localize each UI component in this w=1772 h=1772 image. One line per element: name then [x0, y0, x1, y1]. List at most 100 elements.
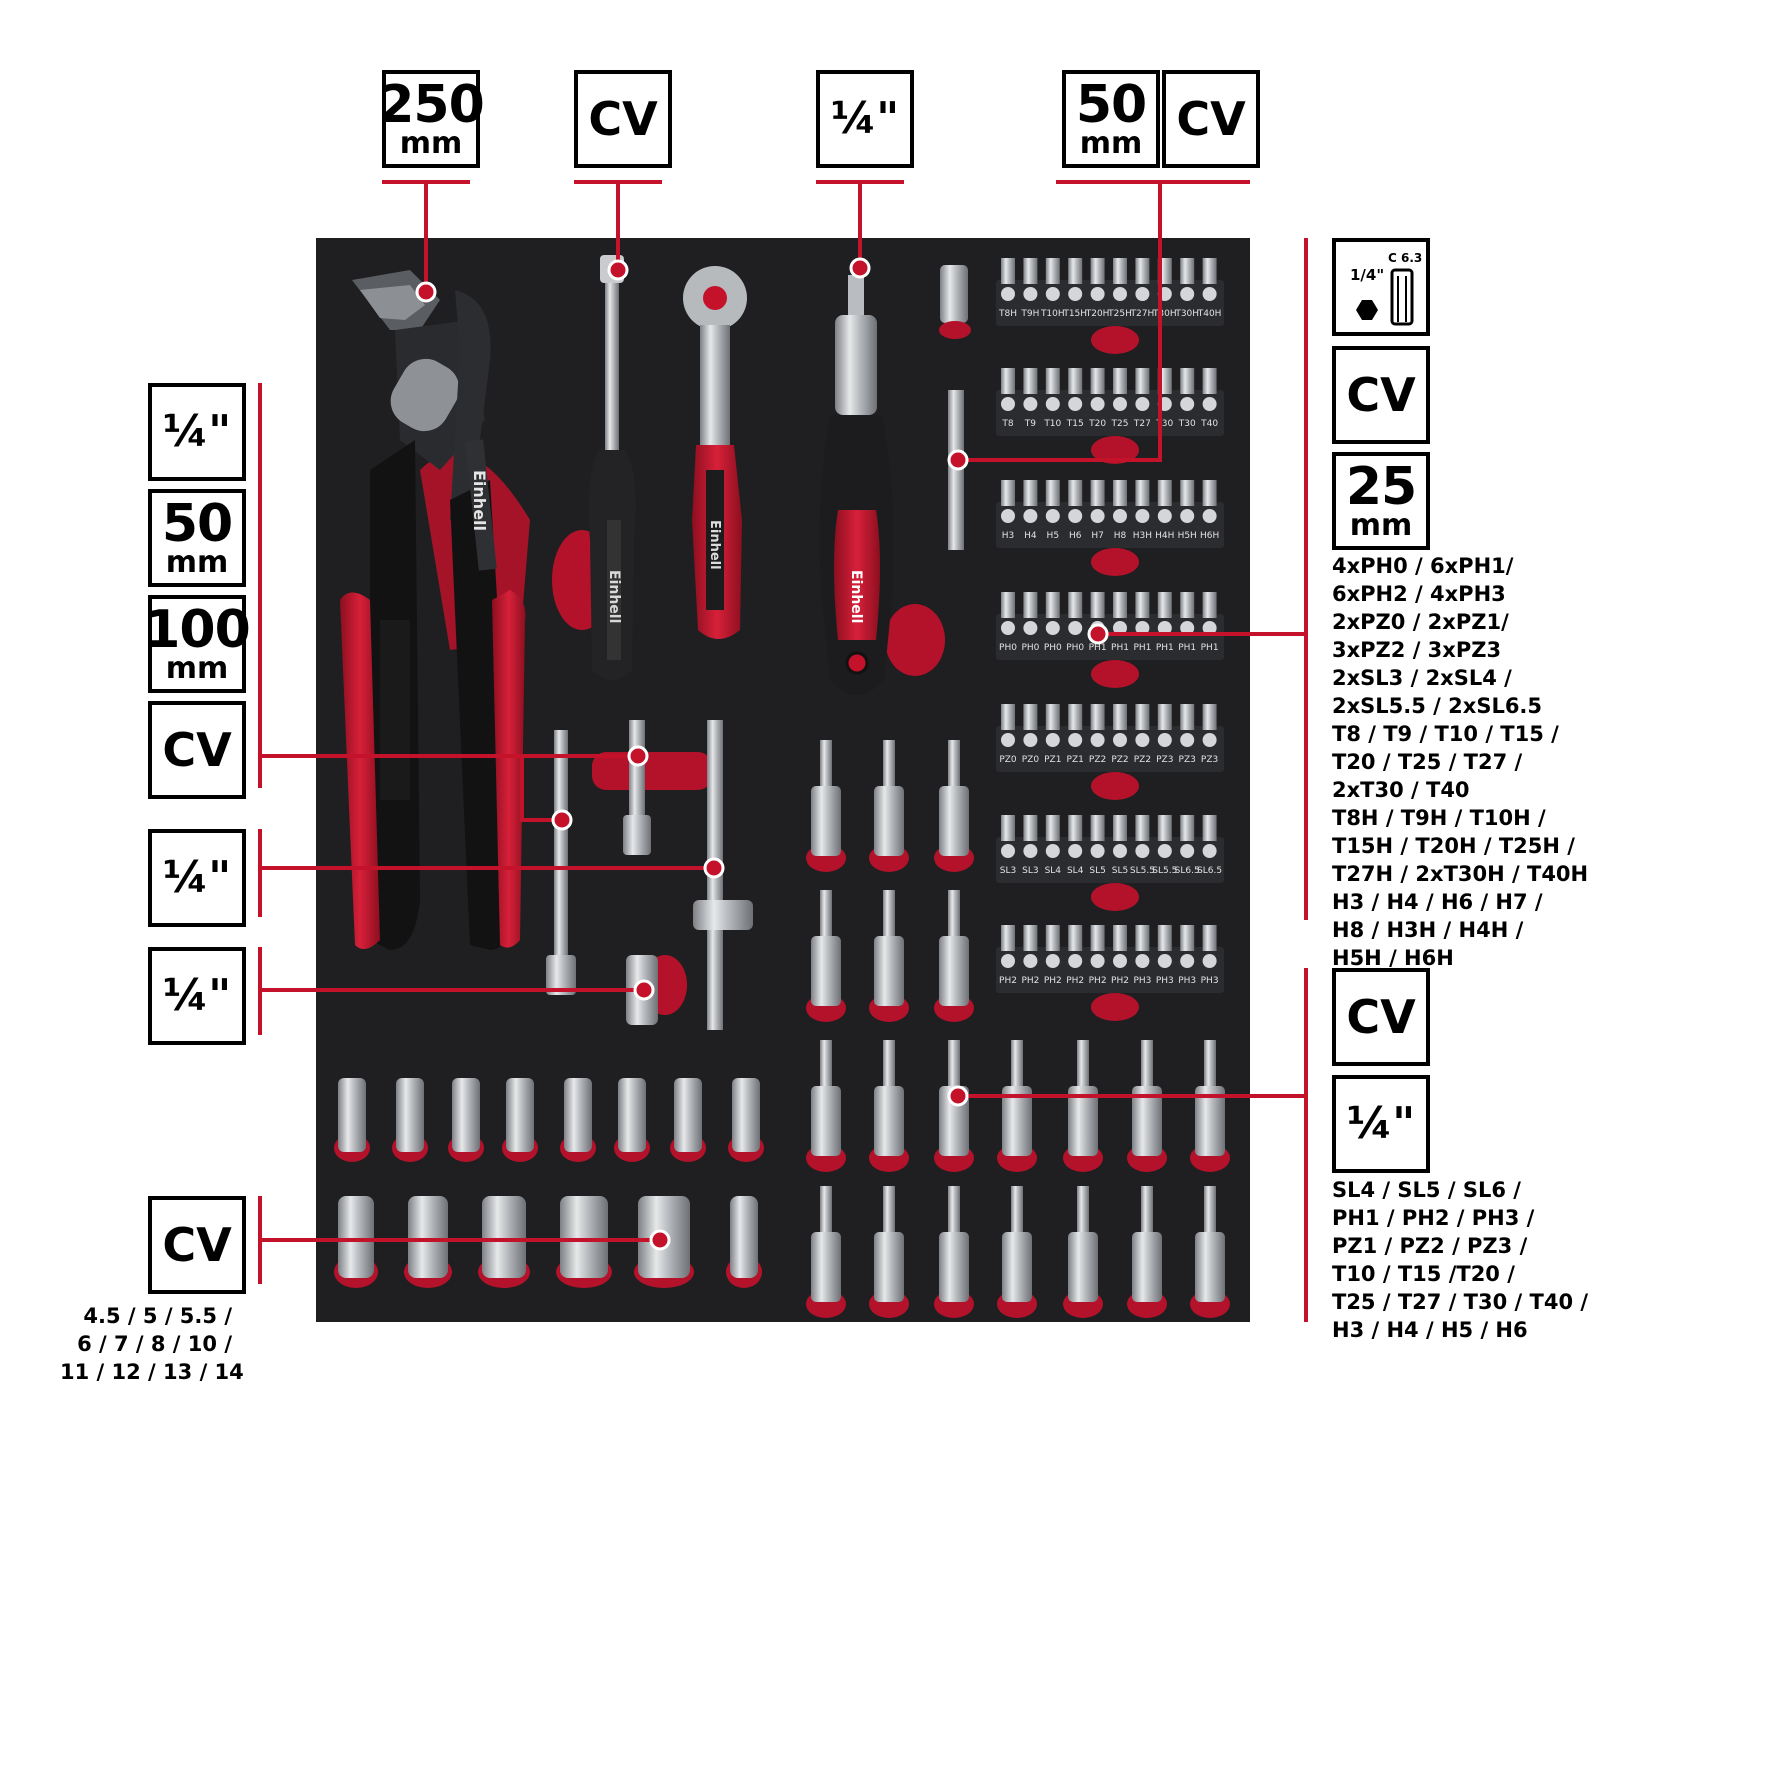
- spec-box-50mm-holder: 50 mm: [1062, 70, 1160, 168]
- bit: [1090, 815, 1105, 841]
- bit-label: PH2: [1089, 976, 1107, 986]
- bit: [1023, 258, 1038, 284]
- bit-adapter: [939, 265, 971, 550]
- bit-label: PH1: [1133, 643, 1151, 653]
- spec-value: CV: [1176, 92, 1246, 146]
- bit-label: PZ3: [1179, 755, 1196, 765]
- bit-label: PZ2: [1111, 755, 1128, 765]
- bit-label: T40H: [1197, 309, 1222, 319]
- bit-label: H5H: [1178, 531, 1197, 541]
- bit-label: T15H: [1062, 309, 1087, 319]
- ratchet-screwdriver-brand-label: Einhell: [848, 570, 864, 623]
- bit: [1135, 925, 1150, 951]
- bit-socket: [997, 1040, 1037, 1172]
- bit: [1090, 258, 1105, 284]
- bit: [1090, 925, 1105, 951]
- pliers-brand-label: Einhell: [470, 470, 489, 531]
- bit: [1023, 368, 1038, 394]
- shank-standard-label: C 6.3: [1388, 251, 1422, 265]
- bit: [1135, 258, 1150, 284]
- bit-socket: [806, 1186, 846, 1318]
- bit-socket: [934, 1040, 974, 1172]
- bit-label: T30H: [1152, 309, 1177, 319]
- bit-label: SL5.5: [1152, 866, 1177, 876]
- bit: [1045, 480, 1060, 506]
- ratchet-brand-label: Einhell: [707, 520, 722, 570]
- hex-shank-icon: 1/4" C 6.3: [1350, 251, 1422, 326]
- bit: [1135, 592, 1150, 618]
- bit-socket-list: SL4 / SL5 / SL6 / PH1 / PH2 / PH3 / PZ1 …: [1332, 1178, 1589, 1342]
- bit: [1113, 815, 1127, 841]
- socket: [560, 1078, 596, 1162]
- bit-label: PH2: [1066, 976, 1084, 986]
- bit: [1090, 592, 1105, 618]
- sockets: [334, 1078, 764, 1288]
- bit-label: PH2: [1021, 976, 1039, 986]
- bit-label: SL6.5: [1175, 866, 1200, 876]
- bit: [1180, 480, 1195, 506]
- bit: [1157, 368, 1172, 394]
- socket: [726, 1196, 762, 1288]
- bit: [1045, 258, 1060, 284]
- bit-label: T9: [1024, 419, 1036, 429]
- spec-box-250mm: 250 mm: [378, 70, 485, 168]
- spec-box-50mm-extension: 50 mm: [148, 489, 246, 587]
- spec-box-cv-bitsockets: CV: [1332, 968, 1430, 1066]
- bit-label: H3H: [1133, 531, 1152, 541]
- spec-box-25mm-bits: 25 mm: [1332, 452, 1430, 550]
- ratchet: Einhell: [683, 266, 747, 639]
- bit: [1045, 704, 1060, 730]
- bit: [1157, 258, 1172, 284]
- bit-label: PZ2: [1089, 755, 1106, 765]
- callout-dots: [415, 257, 1109, 1251]
- bit-label: T8H: [998, 309, 1017, 319]
- bit: [1180, 815, 1195, 841]
- bit-label: SL6.5: [1197, 866, 1222, 876]
- bit: [1202, 368, 1217, 394]
- bit: [1045, 925, 1060, 951]
- bit-socket: [934, 1186, 974, 1318]
- bit: [1023, 815, 1038, 841]
- bit-label: PH1: [1201, 643, 1219, 653]
- bit: [1001, 925, 1015, 951]
- callout-lines: [258, 180, 1308, 1322]
- spec-value: 100: [144, 600, 251, 660]
- spec-unit: mm: [1079, 126, 1143, 161]
- bit-socket: [1063, 1186, 1103, 1318]
- bit: [1202, 592, 1217, 618]
- socket: [728, 1078, 764, 1162]
- bit-label: H7: [1091, 531, 1104, 541]
- socket: [634, 1196, 694, 1288]
- extension-bars: [546, 720, 753, 1030]
- bit-label: PH0: [1021, 643, 1039, 653]
- bit-label: PH1: [1111, 643, 1129, 653]
- bit-socket: [1190, 1186, 1230, 1318]
- bit: [1135, 480, 1150, 506]
- bit-label: PH1: [1178, 643, 1196, 653]
- socket: [404, 1196, 452, 1288]
- bit-label: PH2: [999, 976, 1017, 986]
- bit-label: PH2: [1044, 976, 1062, 986]
- spec-value: 50: [1075, 75, 1147, 135]
- spec-box-100mm-extension: 100 mm: [144, 595, 251, 693]
- socket: [478, 1196, 530, 1288]
- bit-label: PH3: [1178, 976, 1196, 986]
- bit-label: T25H: [1107, 309, 1132, 319]
- bit: [1202, 258, 1217, 284]
- bit: [1157, 592, 1172, 618]
- bit-label: SL4: [1045, 866, 1062, 876]
- bit-label: T8: [1001, 419, 1013, 429]
- bit: [1023, 704, 1038, 730]
- socket: [502, 1078, 538, 1162]
- bit: [1001, 815, 1015, 841]
- bit: [1001, 258, 1015, 284]
- bit-label: T30H: [1174, 309, 1199, 319]
- bit-label: PH1: [1156, 643, 1174, 653]
- bit: [1157, 480, 1172, 506]
- bit-socket: [1127, 1186, 1167, 1318]
- bit-label: SL5.5: [1130, 866, 1155, 876]
- bit-socket: [806, 890, 846, 1022]
- socket: [334, 1078, 370, 1162]
